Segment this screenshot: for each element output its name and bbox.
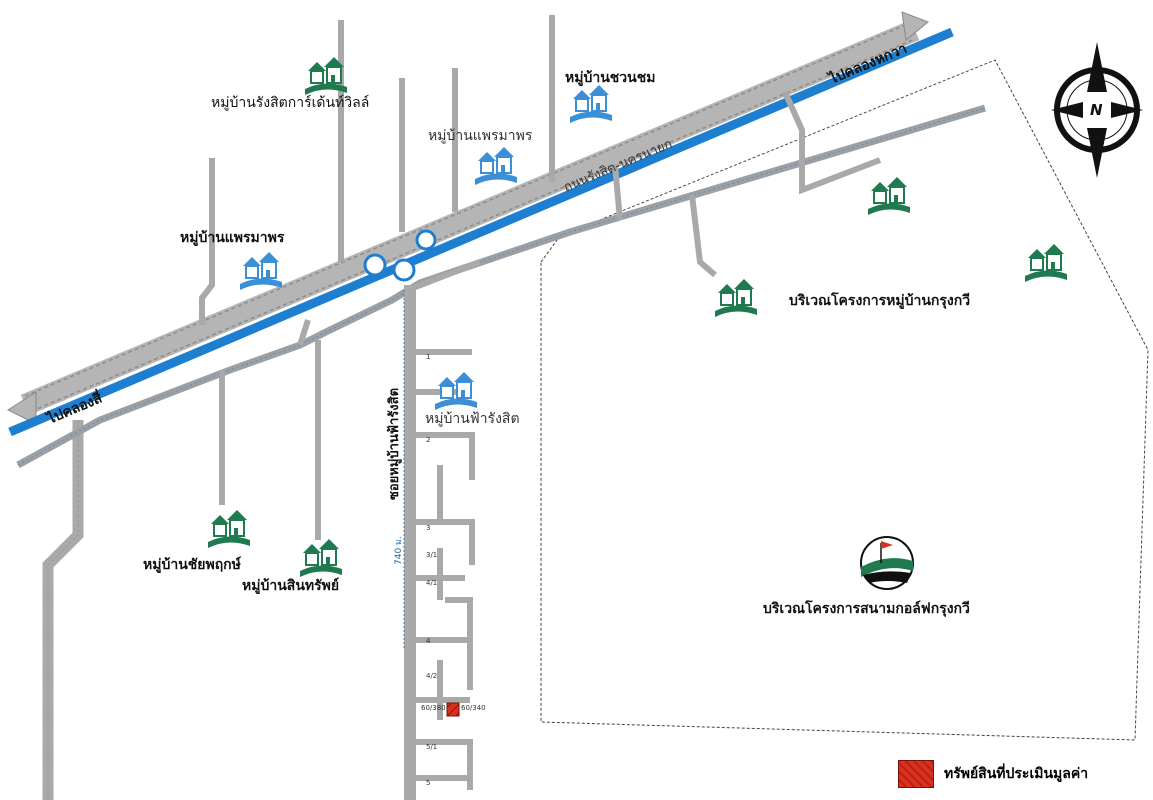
soi-branches [410,349,475,790]
compass-north-letter: N [1090,101,1103,119]
soi-number: 4 [426,637,431,645]
village-praemaporn-north-label: หมู่บ้านแพรมาพร [428,128,533,144]
house-icon [1025,244,1067,282]
house-icon [435,372,477,410]
house-icon [305,57,347,95]
compass-icon [1051,42,1143,178]
main-road [20,19,920,416]
subject-property [446,702,460,717]
soi-number: 3/1 [426,551,438,559]
village-sinsap-label: หมู่บ้านสินทรัพย์ [242,578,340,594]
south-side-roads [219,90,882,540]
legend: ทรัพย์สินที่ประเมินมูลค่า [898,760,1088,788]
house-icon [300,539,342,577]
junction-icons [363,229,437,282]
village-fah-rangsit-label: หมู่บ้านฟ้ารังสิต [425,411,520,427]
legend-label: ทรัพย์สินที่ประเมินมูลค่า [944,766,1089,782]
golf-logo-icon [860,536,914,590]
soi-number: 5 [426,779,431,787]
plot-label-right: 60/340 [461,704,486,712]
soi-number: 4/2 [426,672,438,680]
soi-number: 4/1 [426,579,438,587]
house-icon [240,252,282,290]
soi-road-label: ซอยหมู่บ้านฟ้ารังสิต [387,387,402,500]
north-side-roads [199,15,555,325]
arrow-east-icon [901,11,929,41]
canal [8,27,954,437]
house-icon [208,510,250,548]
village-praemaporn-south-label: หมู่บ้านแพรมาพร [180,230,285,246]
road-west-vertical [42,420,84,800]
village-chuanchom-label: หมู่บ้านชวนชม [565,70,656,86]
soi-number: 3 [426,524,431,532]
golf-project-label: บริเวณโครงการสนามกอล์ฟกรุงกวี [763,601,970,617]
house-icon [715,279,757,317]
soi-number: 2 [426,436,431,444]
distance-label: 740 ม. [394,536,404,565]
soi-number: 1 [426,353,431,361]
arrow-west-icon [6,391,37,425]
house-icon [570,85,612,123]
krungkavee-project-label: บริเวณโครงการหมู่บ้านกรุงกวี [789,293,971,309]
legend-swatch [898,760,934,788]
village-chaiyaphruek-label: หมู่บ้านชัยพฤกษ์ [143,557,241,573]
village-rangsit-garden-label: หมู่บ้านรังสิตการ์เด้นท์วิลล์ [211,95,370,111]
plot-label-left: 60/380 [421,704,446,712]
house-icon [868,177,910,215]
house-icon [475,147,517,185]
soi-number: 5/1 [426,743,438,751]
